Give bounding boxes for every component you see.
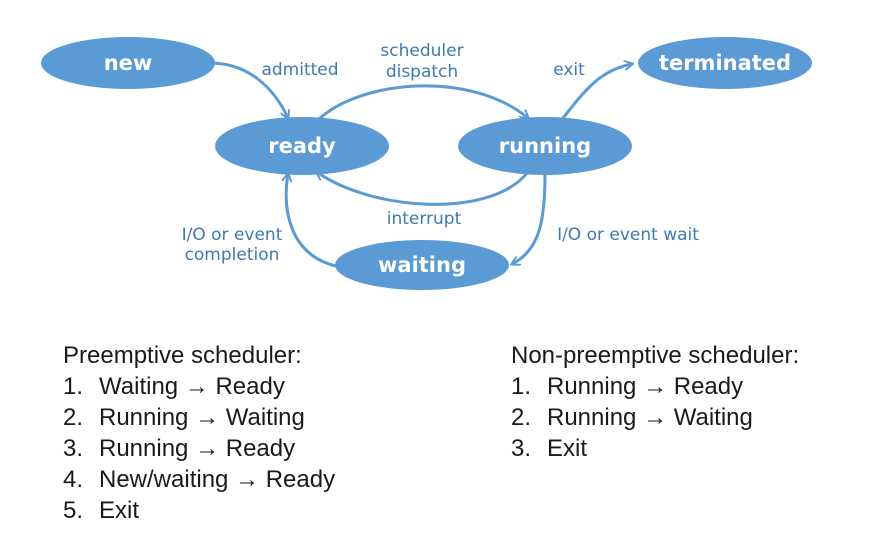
state-running: running: [458, 117, 632, 175]
list-item: 3.Exit: [511, 435, 588, 462]
preemptive-heading: Preemptive scheduler:: [63, 342, 302, 369]
edge-admitted: [209, 61, 288, 118]
label-io-wait: I/O or event wait: [557, 225, 699, 245]
state-new: new: [41, 37, 215, 89]
list-item: 1.Waiting → Ready: [63, 373, 285, 400]
edge-io-completion: [286, 174, 337, 268]
list-item: 4.New/waiting → Ready: [63, 466, 336, 493]
edge-exit: [558, 64, 632, 123]
state-waiting: waiting: [335, 240, 509, 290]
label-io-completion-line1: I/O or event: [182, 225, 283, 245]
edge-interrupt: [317, 172, 530, 206]
label-interrupt: interrupt: [387, 209, 462, 229]
state-ready: ready: [215, 117, 389, 175]
state-terminated: terminated: [638, 37, 812, 89]
list-item: 5.Exit: [63, 497, 140, 524]
nonpreemptive-heading: Non-preemptive scheduler:: [511, 342, 800, 369]
edge-scheduler-dispatch: [316, 84, 528, 122]
label-scheduler-dispatch-line2: dispatch: [386, 62, 458, 82]
label-scheduler-dispatch-line1: scheduler: [380, 41, 463, 61]
state-waiting-label: waiting: [378, 253, 466, 277]
list-item: 2.Running → Waiting: [63, 404, 305, 431]
process-state-diagram: new ready running waiting terminated adm…: [41, 37, 812, 290]
state-running-label: running: [499, 134, 591, 158]
label-io-completion-line2: completion: [185, 245, 280, 265]
nonpreemptive-scheduler-list: Non-preemptive scheduler: 1.Running → Re…: [511, 340, 799, 464]
state-terminated-label: terminated: [659, 51, 791, 75]
edge-io-wait: [512, 173, 547, 264]
state-new-label: new: [104, 51, 153, 75]
list-item: 1.Running → Ready: [511, 373, 744, 400]
label-exit: exit: [553, 60, 585, 80]
preemptive-scheduler-list: Preemptive scheduler: 1.Waiting → Ready …: [63, 340, 335, 526]
label-admitted: admitted: [261, 60, 338, 80]
state-ready-label: ready: [268, 134, 336, 158]
list-item: 3.Running → Ready: [63, 435, 296, 462]
list-item: 2.Running → Waiting: [511, 404, 753, 431]
